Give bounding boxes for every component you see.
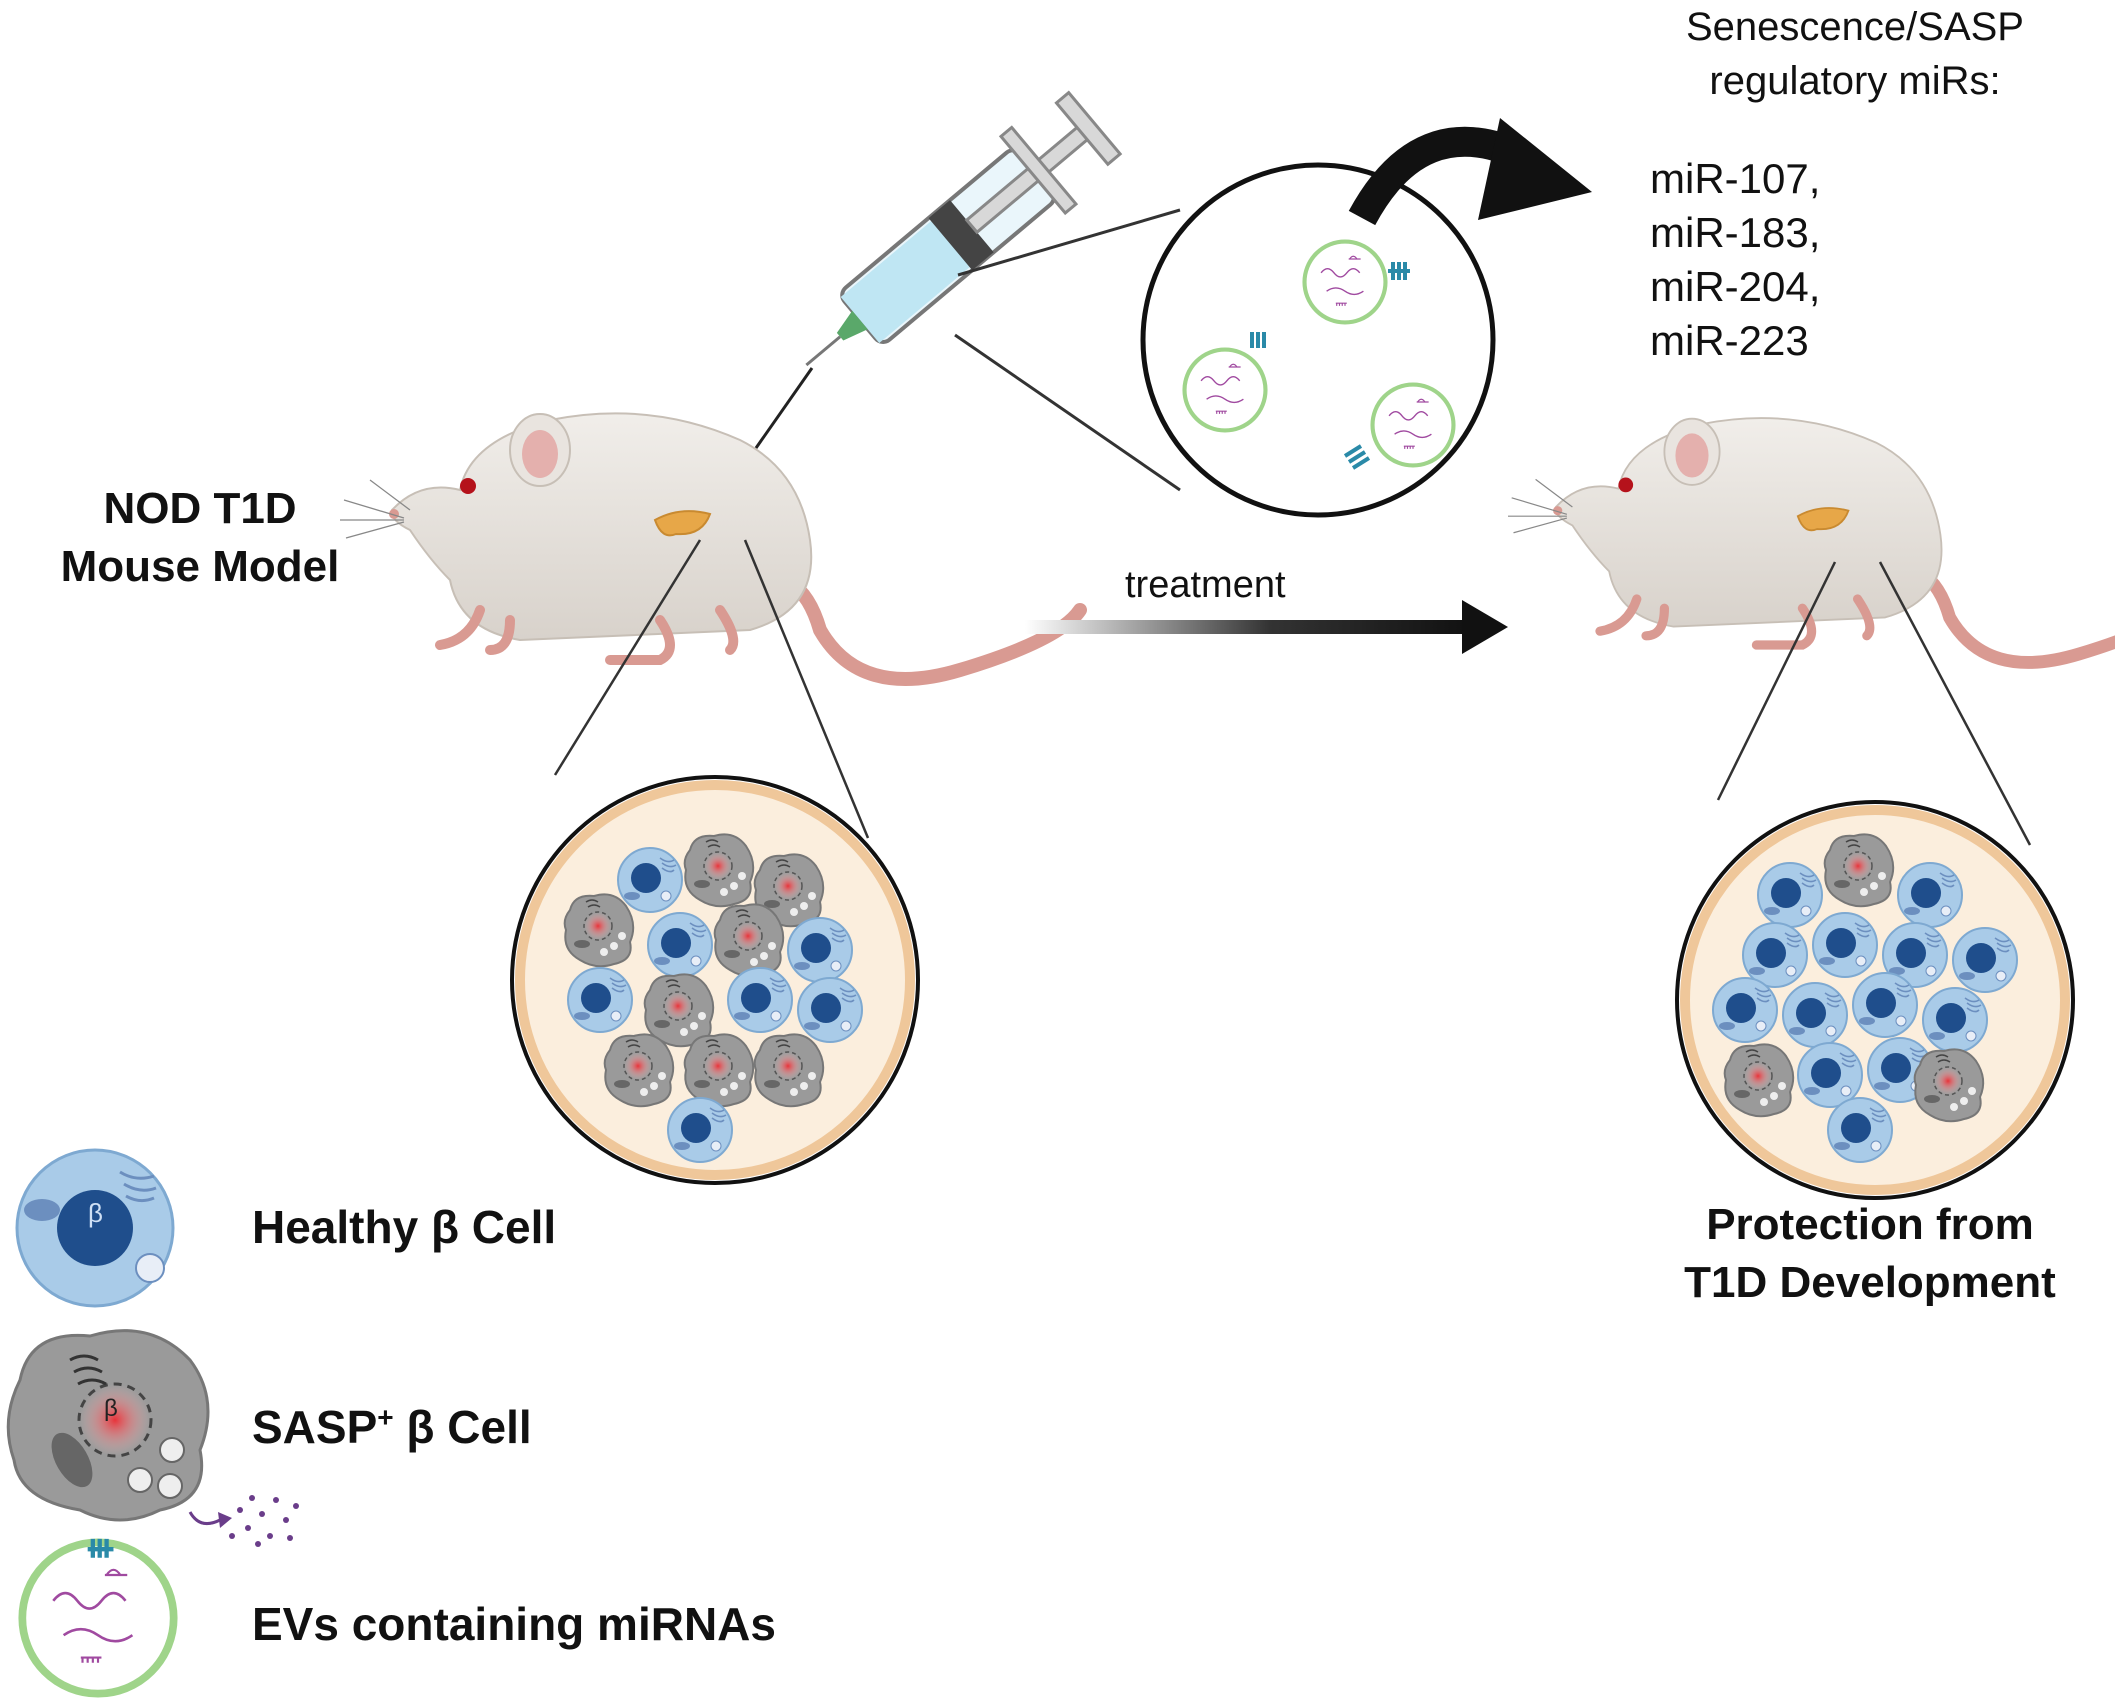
legend-sasp-cell-icon: β	[6, 1329, 299, 1547]
ev-zoom-circle	[1140, 162, 1496, 518]
mouse-model-label: NOD T1D Mouse Model	[40, 480, 360, 596]
beta-glyph: β	[88, 1198, 103, 1228]
treatment-arrow	[1025, 600, 1508, 654]
legend-healthy-cell-icon: β	[15, 1148, 175, 1308]
mir-header-line-2: regulatory miRs:	[1709, 59, 2001, 103]
zoom-line-left-1	[553, 539, 702, 776]
receptor-icon	[1250, 262, 1410, 470]
mir-item: miR-183,	[1650, 209, 1821, 256]
legend-sasp-sup: +	[377, 1401, 394, 1433]
syringe-icon	[805, 90, 1123, 367]
islet-after	[1675, 800, 2075, 1200]
protection-line-2: T1D Development	[1684, 1258, 2056, 1307]
mir-list: miR-107, miR-183, miR-204, miR-223	[1650, 152, 1950, 368]
mouse-model-line-2: Mouse Model	[60, 542, 340, 591]
zoom-line-bottom	[954, 333, 1181, 492]
mir-header-line-1: Senescence/SASP	[1686, 5, 2024, 49]
needle-line	[754, 367, 814, 449]
mouse-model-line-1: NOD T1D	[103, 484, 297, 533]
protection-label: Protection from T1D Development	[1640, 1196, 2100, 1312]
protection-line-1: Protection from	[1706, 1200, 2034, 1249]
legend-ev-icon	[22, 1539, 173, 1694]
legend-ev-label: EVs containing miRNAs	[252, 1598, 776, 1650]
mir-item: miR-204,	[1650, 263, 1821, 310]
mir-item: miR-107,	[1650, 155, 1821, 202]
legend-sasp-prefix: SASP	[252, 1401, 378, 1453]
treatment-label: treatment	[1125, 564, 1286, 606]
islet-before	[510, 775, 920, 1185]
legend-healthy-label: Healthy β Cell	[252, 1201, 557, 1253]
mouse-right	[1508, 418, 2115, 662]
zoom-line-right-2	[1878, 561, 2032, 846]
legend-sasp-label: SASP+ β Cell	[252, 1400, 532, 1454]
mir-item: miR-223	[1650, 317, 1809, 364]
zoom-line-top	[957, 208, 1181, 277]
zoom-line-right-1	[1716, 561, 1837, 801]
beta-glyph-sasp: β	[104, 1395, 118, 1422]
mir-header: Senescence/SASP regulatory miRs:	[1620, 0, 2090, 108]
legend-sasp-suffix: β Cell	[393, 1401, 532, 1453]
zoom-line-left-2	[743, 539, 870, 839]
mouse-left	[340, 413, 1080, 679]
curved-arrow	[1348, 118, 1592, 226]
